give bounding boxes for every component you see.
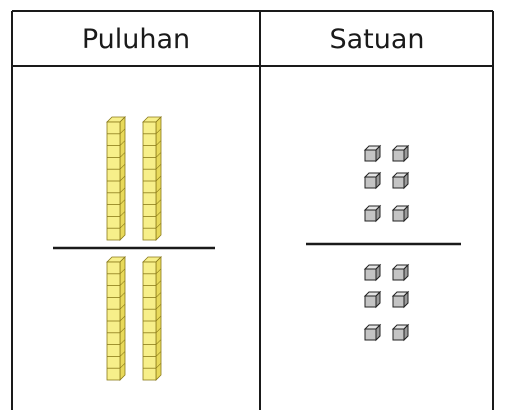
unit-cube: [363, 144, 382, 163]
unit-cube: [391, 171, 410, 190]
tens-group-top: [106, 116, 162, 241]
unit-cube: [363, 171, 382, 190]
tens-group-bottom: [106, 256, 162, 381]
table-grid: [11, 10, 494, 410]
unit-cube: [363, 263, 382, 282]
unit-cube: [391, 263, 410, 282]
ten-rod: [142, 256, 162, 381]
unit-cube: [391, 144, 410, 163]
unit-cube: [391, 204, 410, 223]
header-puluhan: Puluhan: [82, 24, 190, 55]
units-group-bottom: [363, 263, 410, 342]
unit-cube: [391, 290, 410, 309]
unit-cube: [363, 204, 382, 223]
unit-cube: [363, 323, 382, 342]
ten-rod: [142, 116, 162, 241]
unit-cube: [391, 323, 410, 342]
units-group-top: [363, 144, 410, 223]
ten-rod: [106, 256, 126, 381]
unit-cube: [363, 290, 382, 309]
header-satuan: Satuan: [329, 24, 424, 55]
ten-rod: [106, 116, 126, 241]
